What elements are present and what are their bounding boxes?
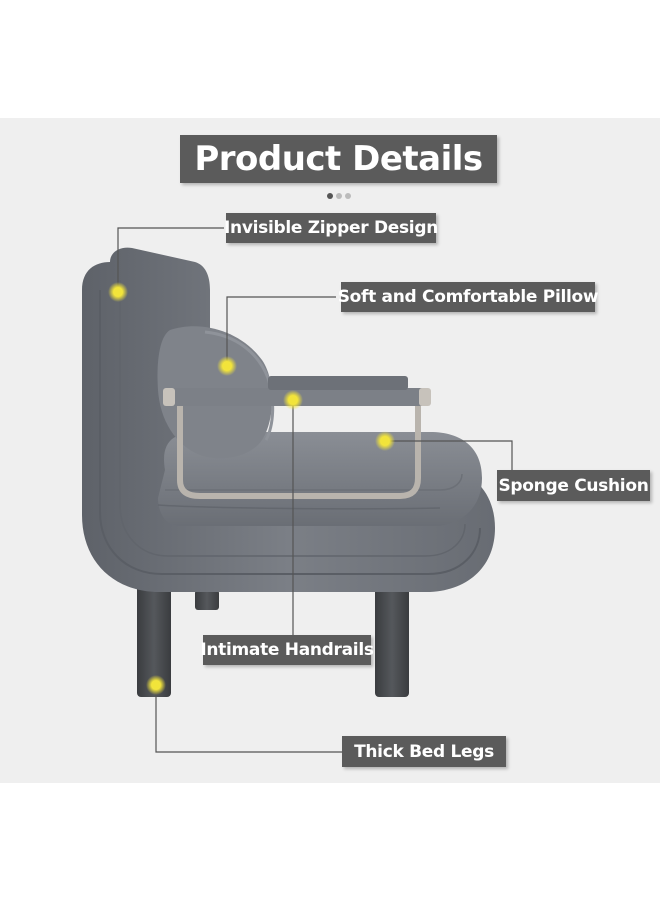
callout-cushion: Sponge Cushion <box>497 470 650 501</box>
front-leg-left <box>137 585 171 697</box>
callout-pillow: Soft and Comfortable Pillow <box>338 282 599 312</box>
carousel-indicator <box>327 193 351 199</box>
back-leg-left <box>195 590 219 610</box>
callout-handrails: Intimate Handrails <box>200 635 374 665</box>
handrail-frame <box>177 397 421 499</box>
carousel-dot[interactable] <box>327 193 333 199</box>
callout-lines <box>117 227 513 753</box>
callout-legs: Thick Bed Legs <box>342 736 506 767</box>
highlight-markers <box>108 282 395 695</box>
carousel-dot[interactable] <box>345 193 351 199</box>
callout-zipper: Invisible Zipper Design <box>224 213 438 243</box>
carousel-dot[interactable] <box>336 193 342 199</box>
front-leg-right <box>375 585 409 697</box>
page-title: Product Details <box>180 135 497 183</box>
